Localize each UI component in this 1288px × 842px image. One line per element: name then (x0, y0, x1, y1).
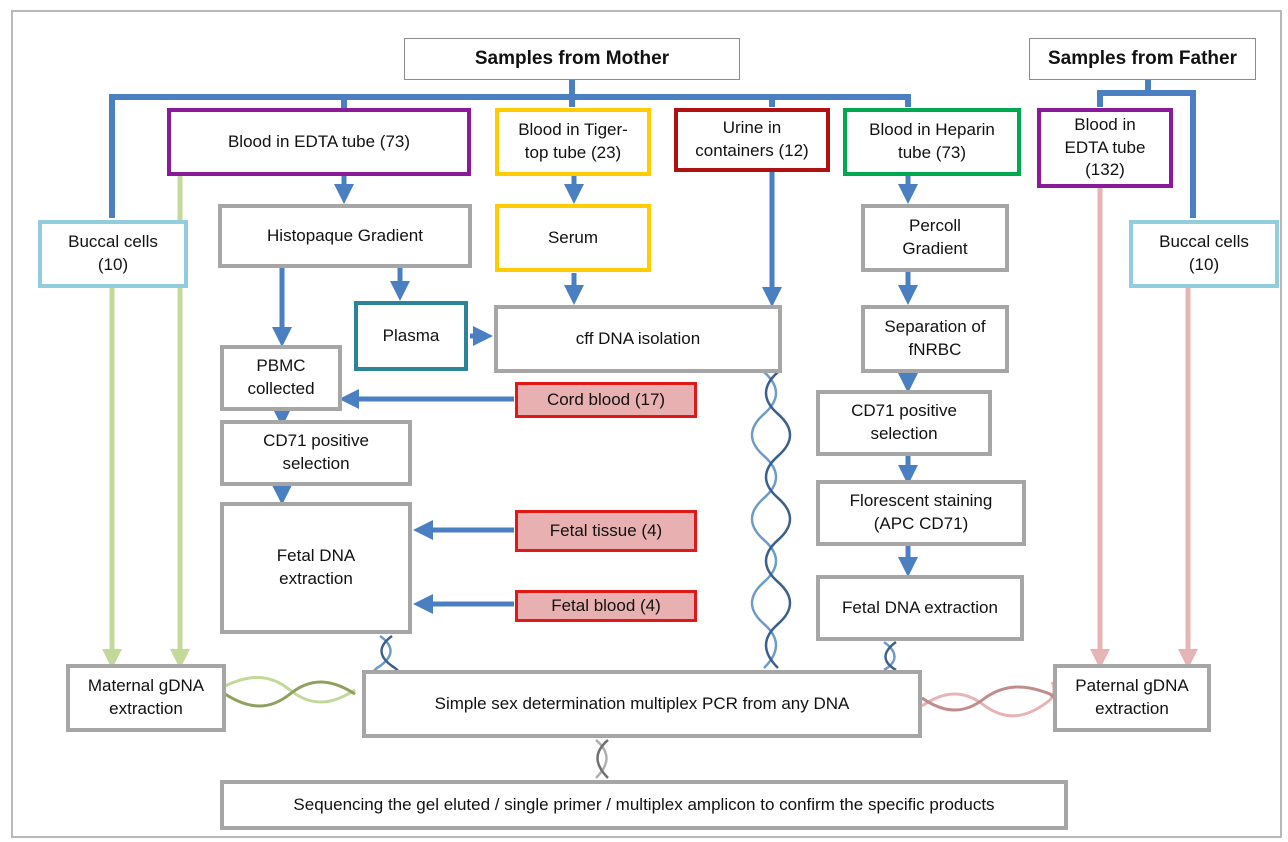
sequencing-box: Sequencing the gel eluted / single prime… (220, 780, 1068, 830)
plasma-box: Plasma (354, 301, 468, 371)
dna-helix-pink (921, 681, 1060, 718)
blood-edta-father-box: Blood in EDTA tube (132) (1037, 108, 1173, 188)
histopaque-box: Histopaque Gradient (218, 204, 472, 268)
dna-helix-right-fetal (883, 640, 897, 672)
fetal-tissue-box: Fetal tissue (4) (515, 510, 697, 552)
dna-helix-bottom (595, 739, 609, 779)
percoll-box: Percoll Gradient (861, 204, 1009, 272)
dna-helix-green (224, 675, 356, 708)
cd71-selection-right-box: CD71 positive selection (816, 390, 992, 456)
cd71-selection-left-box: CD71 positive selection (220, 420, 412, 486)
cord-blood-box: Cord blood (17) (515, 382, 697, 418)
dna-helix-vertical-cff (750, 371, 792, 669)
separation-fnrbc-box: Separation of fNRBC (861, 305, 1009, 373)
fetal-dna-extraction-left-box: Fetal DNA extraction (220, 502, 412, 634)
cff-dna-isolation-box: cff DNA isolation (494, 305, 782, 373)
urine-box: Urine in containers (12) (674, 108, 830, 172)
samples-from-mother-title: Samples from Mother (404, 38, 740, 80)
pbmc-collected-box: PBMC collected (220, 345, 342, 411)
blue-arrows (272, 170, 918, 614)
buccal-cells-mother-box: Buccal cells (10) (38, 220, 188, 288)
paternal-gdna-box: Paternal gDNA extraction (1053, 664, 1211, 732)
florescent-staining-box: Florescent staining (APC CD71) (816, 480, 1026, 546)
fetal-blood-box: Fetal blood (4) (515, 590, 697, 622)
pink-arrows (1090, 186, 1198, 669)
blood-heparin-box: Blood in Heparin tube (73) (843, 108, 1021, 176)
fetal-dna-extraction-right-box: Fetal DNA extraction (816, 575, 1024, 641)
samples-from-father-title: Samples from Father (1029, 38, 1256, 80)
buccal-cells-father-box: Buccal cells (10) (1129, 220, 1279, 288)
serum-box: Serum (495, 204, 651, 272)
maternal-gdna-box: Maternal gDNA extraction (66, 664, 226, 732)
blood-tigertop-box: Blood in Tiger- top tube (23) (495, 108, 651, 176)
blood-edta-mother-box: Blood in EDTA tube (73) (167, 108, 471, 176)
outer-frame (11, 10, 1282, 838)
multiplex-pcr-box: Simple sex determination multiplex PCR f… (362, 670, 922, 738)
